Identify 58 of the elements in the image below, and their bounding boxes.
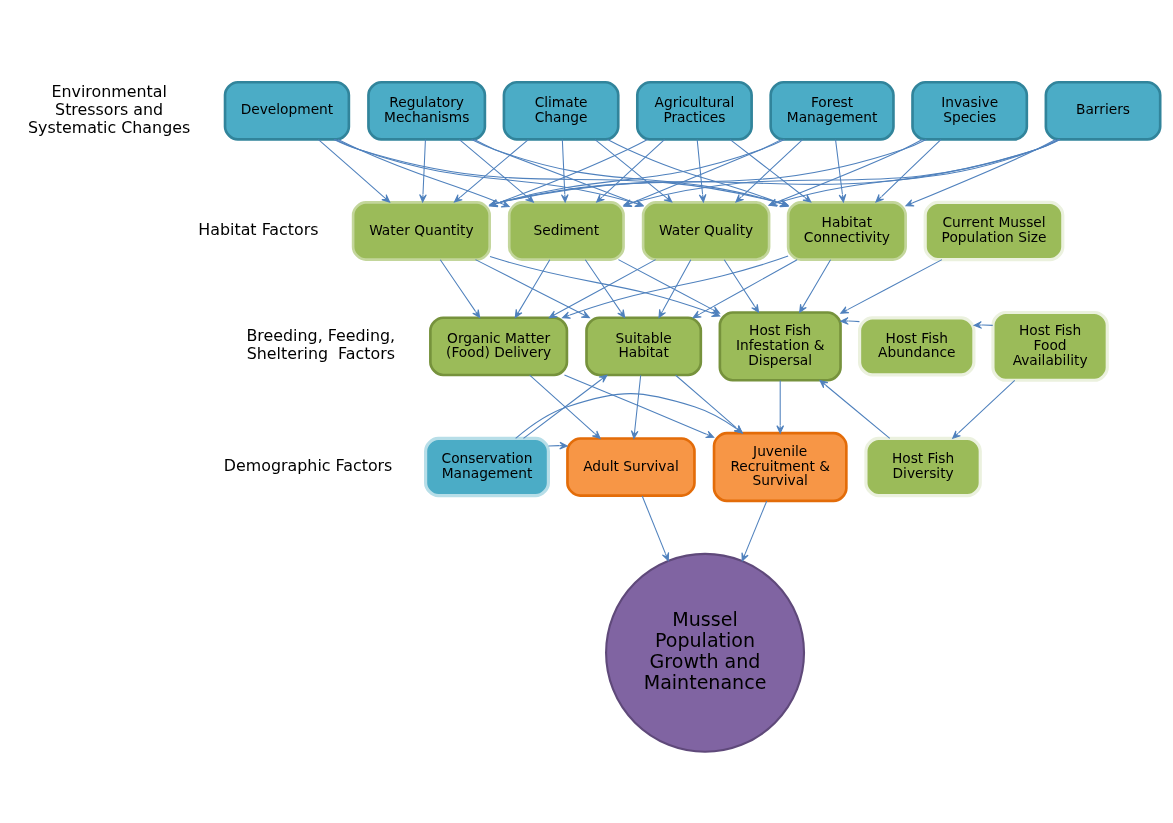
node-box: Adult Survival <box>566 436 696 497</box>
arrow <box>548 441 568 449</box>
label: Demographic Factors <box>223 455 393 475</box>
arrow <box>419 138 427 203</box>
arrow <box>658 258 692 318</box>
label: Habitat Factors <box>198 219 319 239</box>
arrow <box>696 138 707 203</box>
arrow <box>741 499 768 561</box>
arrow <box>840 316 860 325</box>
arrow <box>735 138 804 203</box>
arrow <box>439 258 481 318</box>
arrow <box>641 494 670 561</box>
arrow <box>799 258 832 313</box>
arrow <box>529 374 601 439</box>
arrow <box>973 320 994 329</box>
arrow <box>474 258 590 318</box>
arrow <box>563 374 715 438</box>
arrow <box>819 379 891 439</box>
node-box: Juvenile Recruitment & Survival <box>712 431 848 502</box>
arrow <box>560 138 569 203</box>
arrow <box>548 258 657 318</box>
arrow <box>729 138 812 203</box>
arrow <box>905 138 1057 206</box>
node-box: Habitat Connectivity <box>786 200 907 261</box>
node-box: Host Fish Food Availability <box>991 310 1109 382</box>
node-box: Climate Change <box>502 80 620 141</box>
arrow <box>617 258 721 314</box>
node-box: Host Fish Infestation & Dispersal <box>718 310 842 382</box>
node-box: Water Quantity <box>351 200 491 261</box>
node-box: Host Fish Abundance <box>858 315 976 377</box>
arrow <box>515 392 743 439</box>
arrow <box>723 258 760 313</box>
arrow <box>875 138 942 203</box>
arrow <box>840 258 943 314</box>
node-box: Barriers <box>1044 80 1162 141</box>
arrow <box>514 258 551 318</box>
node-box: Suitable Habitat <box>585 315 703 376</box>
node-box: Host Fish Diversity <box>864 436 982 497</box>
node-box: Sediment <box>507 200 625 261</box>
node-box: Water Quality <box>641 200 771 261</box>
node-box: Regulatory Mechanisms <box>367 80 487 141</box>
node-box: Agricultural Practices <box>636 80 753 141</box>
arrow <box>776 379 785 434</box>
arrow <box>317 138 391 203</box>
arrow <box>584 258 626 318</box>
node-box: Current Mussel Population Size <box>923 200 1065 261</box>
arrow <box>952 379 1016 439</box>
arrow <box>835 138 847 203</box>
node-box: Development <box>223 80 351 141</box>
arrow <box>630 374 642 439</box>
label: Environmental Stressors and Systematic Changes <box>28 81 191 137</box>
arrow <box>522 374 608 439</box>
node-box: Forest Management <box>769 80 895 141</box>
arrow <box>675 374 743 433</box>
node-box: Organic Matter (Food) Delivery <box>429 315 569 376</box>
node-box: Conservation Management <box>424 436 550 497</box>
label: Breeding, Feeding, Sheltering Factors <box>246 325 396 363</box>
node-box: Invasive Species <box>911 80 1029 141</box>
